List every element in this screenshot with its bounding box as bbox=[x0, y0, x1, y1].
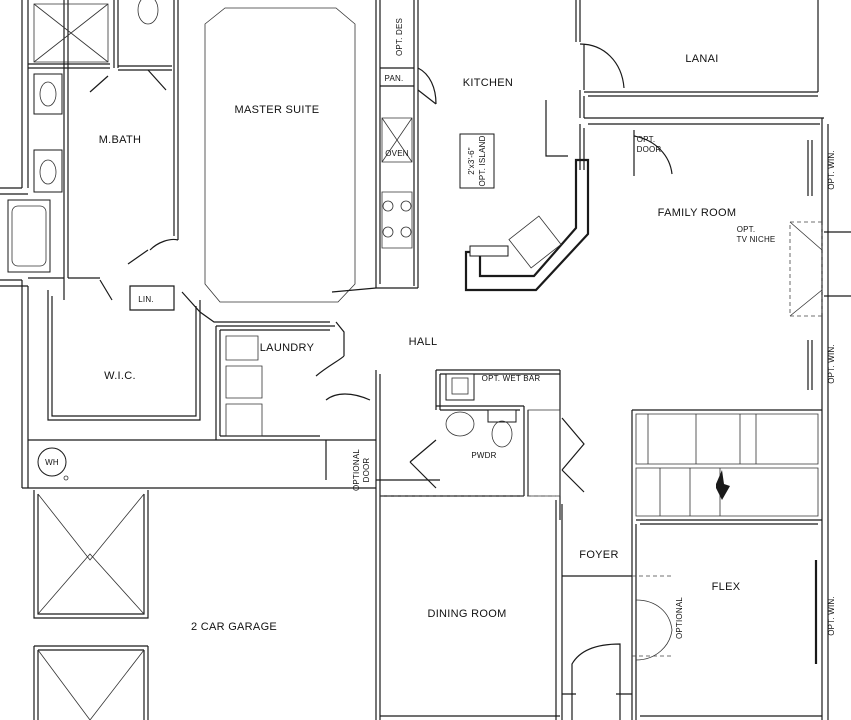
pwdr-toilet-tank bbox=[487, 409, 517, 423]
label-optional-door-1: OPTIONAL bbox=[352, 449, 361, 491]
label-tv-niche: TV NICHE bbox=[737, 235, 776, 244]
vanity-top bbox=[33, 73, 63, 115]
water-heater bbox=[37, 447, 67, 477]
bathtub bbox=[7, 199, 51, 273]
fixtures bbox=[7, 0, 730, 500]
label-garage: 2 CAR GARAGE bbox=[191, 621, 277, 633]
kitchen-counter bbox=[464, 158, 590, 292]
label-foyer: FOYER bbox=[579, 549, 618, 561]
toilet-master bbox=[137, 0, 159, 25]
label-island-size: 2'x3'-6" bbox=[467, 147, 476, 175]
label-master-suite: MASTER SUITE bbox=[235, 104, 320, 116]
label-opt-door-1: OPT. bbox=[637, 135, 656, 144]
label-lin: LIN. bbox=[138, 295, 153, 304]
pwdr-sink bbox=[445, 411, 475, 437]
wet-bar bbox=[445, 373, 475, 401]
label-pan: PAN. bbox=[385, 74, 404, 83]
stair-arrow-icon bbox=[716, 470, 730, 500]
room-labels: MASTER SUITE M.BATH W.I.C. LIN. LAUNDRY … bbox=[45, 18, 836, 639]
vanity-bottom bbox=[33, 149, 63, 193]
label-m-bath: M.BATH bbox=[99, 134, 142, 146]
label-optional-door-2: DOOR bbox=[362, 458, 371, 483]
label-wh: WH bbox=[45, 458, 59, 467]
label-opt-win-2: OPT. WIN. bbox=[827, 344, 836, 384]
label-flex: FLEX bbox=[712, 581, 741, 593]
label-lanai: LANAI bbox=[685, 53, 718, 65]
label-island-opt: OPT. ISLAND bbox=[478, 135, 487, 186]
label-opt-door-2: DOOR bbox=[637, 145, 662, 154]
label-laundry: LAUNDRY bbox=[260, 342, 315, 354]
sink-bottom bbox=[39, 159, 57, 185]
label-opt-win-1: OPT. WIN. bbox=[827, 150, 836, 190]
kitchen-island bbox=[459, 133, 495, 189]
label-family-room: FAMILY ROOM bbox=[658, 207, 737, 219]
pwdr-toilet bbox=[491, 420, 513, 448]
sink-top bbox=[39, 81, 57, 107]
label-opt-tv: OPT. bbox=[737, 225, 756, 234]
label-kitchen: KITCHEN bbox=[463, 77, 513, 89]
label-opt-wet-bar: OPT. WET BAR bbox=[482, 374, 541, 383]
label-opt-win-3: OPT. WIN. bbox=[827, 596, 836, 636]
label-pwdr: PWDR bbox=[471, 451, 496, 460]
label-oven: OVEN bbox=[385, 149, 408, 158]
label-optional: OPTIONAL bbox=[675, 597, 684, 639]
label-dining-room: DINING ROOM bbox=[427, 608, 506, 620]
label-opt-desk: OPT. DES bbox=[395, 18, 404, 56]
label-hall: HALL bbox=[409, 336, 438, 348]
label-wic: W.I.C. bbox=[104, 370, 136, 382]
cooktop-burner bbox=[382, 200, 394, 212]
